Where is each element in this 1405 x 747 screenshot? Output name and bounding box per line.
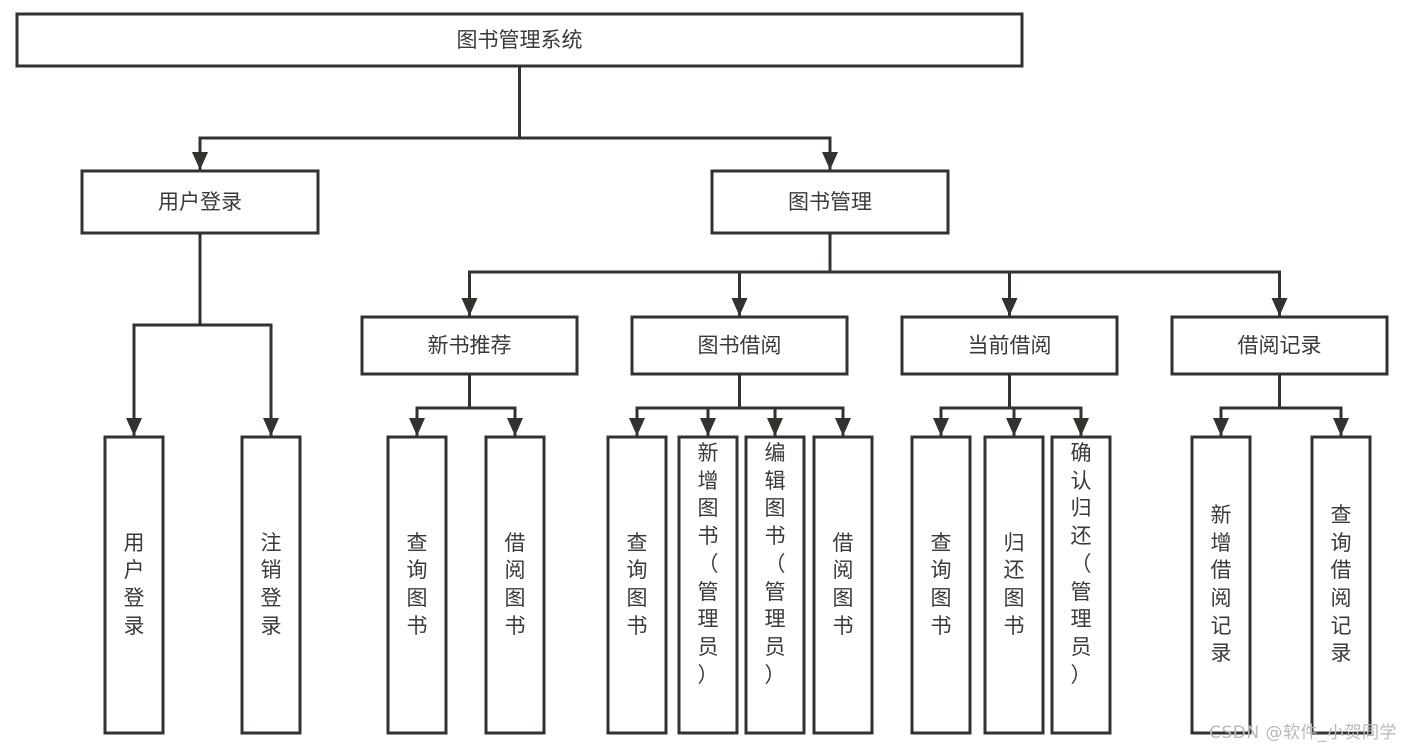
arrow-head-icon xyxy=(409,418,425,436)
level3-node-0-label: 新书推荐 xyxy=(428,334,512,358)
level3-node-2[interactable]: 当前借阅 xyxy=(900,315,1119,376)
boxes-layer: 图书管理系统用户登录图书管理新书推荐图书借阅当前借阅借阅记录用户登录注销登录查询… xyxy=(15,12,1389,735)
level3-node-0[interactable]: 新书推荐 xyxy=(360,315,579,376)
leaf-node-7-label: 借阅图书 xyxy=(832,530,854,638)
arrow-head-icon xyxy=(700,418,716,436)
level3-node-2-label: 当前借阅 xyxy=(968,334,1052,358)
level3-node-3-label: 借阅记录 xyxy=(1238,334,1322,358)
leaf-node-3-label: 借阅图书 xyxy=(504,530,526,638)
level3-node-1[interactable]: 图书借阅 xyxy=(630,315,849,376)
leaf-node-0-rect xyxy=(103,435,165,735)
leaf-node-8-rect xyxy=(910,435,972,735)
level2-node-1[interactable]: 图书管理 xyxy=(710,169,950,235)
leaf-node-11-label: 新增借阅记录 xyxy=(1210,502,1232,666)
level3-node-0-rect xyxy=(360,315,579,376)
arrow-head-icon xyxy=(1333,418,1349,436)
level3-node-2-rect xyxy=(900,315,1119,376)
leaf-node-10-rect xyxy=(1050,435,1112,735)
arrow-head-icon xyxy=(461,298,478,316)
arrow-head-icon xyxy=(822,152,838,170)
leaf-node-9-label: 归还图书 xyxy=(1003,530,1025,638)
arrow-head-icon xyxy=(126,418,142,436)
arrow-head-icon xyxy=(263,418,279,436)
leaf-node-1-label: 注销登录 xyxy=(260,530,282,638)
leaf-node-0[interactable]: 用户登录 xyxy=(103,435,165,735)
level2-node-0-rect xyxy=(80,169,320,235)
arrow-head-icon xyxy=(835,418,851,436)
level3-node-3-rect xyxy=(1170,315,1389,376)
level2-node-1-rect xyxy=(710,169,950,235)
leaf-node-6-rect xyxy=(744,435,806,735)
leaf-node-4-label: 查询图书 xyxy=(626,530,648,638)
leaf-node-2-rect xyxy=(386,435,448,735)
arrow-head-icon xyxy=(1271,298,1288,316)
level2-node-0-label: 用户登录 xyxy=(158,190,242,214)
arrow-head-icon xyxy=(1006,418,1022,436)
leaf-node-0-label: 用户登录 xyxy=(123,530,145,638)
arrow-head-icon xyxy=(629,418,645,436)
arrow-head-icon xyxy=(1213,418,1229,436)
leaf-node-3-rect xyxy=(484,435,546,735)
leaf-node-1-rect xyxy=(240,435,302,735)
leaf-node-2-label: 查询图书 xyxy=(406,530,428,638)
arrow-head-icon xyxy=(192,152,208,170)
level3-node-1-rect xyxy=(630,315,849,376)
leaf-node-0-label-wrap: 用户登录 xyxy=(123,530,145,638)
level3-node-3[interactable]: 借阅记录 xyxy=(1170,315,1389,376)
leaf-node-12-label: 查询借阅记录 xyxy=(1330,502,1352,666)
leaf-node-7-rect xyxy=(812,435,874,735)
level2-node-0[interactable]: 用户登录 xyxy=(80,169,320,235)
leaf-node-5-label: 新增图书（管理员） xyxy=(697,441,719,687)
leaf-node-4-rect xyxy=(606,435,668,735)
arrow-head-icon xyxy=(507,418,523,436)
leaf-node-6-label: 编辑图书（管理员） xyxy=(764,441,786,687)
leaf-node-8-label: 查询图书 xyxy=(930,530,952,638)
arrow-head-icon xyxy=(767,418,783,436)
arrow-head-icon xyxy=(933,418,949,436)
arrow-head-icon xyxy=(1073,418,1089,436)
connectors-layer xyxy=(126,64,1349,437)
root-node-rect xyxy=(15,12,1024,68)
root-node[interactable]: 图书管理系统 xyxy=(15,12,1024,68)
leaf-node-10-label: 确认归还（管理员） xyxy=(1070,441,1092,687)
leaf-node-5-rect xyxy=(677,435,739,735)
leaf-node-11-rect xyxy=(1190,435,1252,735)
arrow-head-icon xyxy=(1001,298,1018,316)
level3-node-1-label: 图书借阅 xyxy=(698,334,782,358)
root-node-label: 图书管理系统 xyxy=(457,28,583,52)
csdn-watermark: CSDN @软件_小贺同学 xyxy=(1209,723,1397,743)
arrow-head-icon xyxy=(731,298,748,316)
leaf-node-9-rect xyxy=(983,435,1045,735)
level2-node-1-label: 图书管理 xyxy=(788,190,872,214)
leaf-node-12-rect xyxy=(1310,435,1372,735)
